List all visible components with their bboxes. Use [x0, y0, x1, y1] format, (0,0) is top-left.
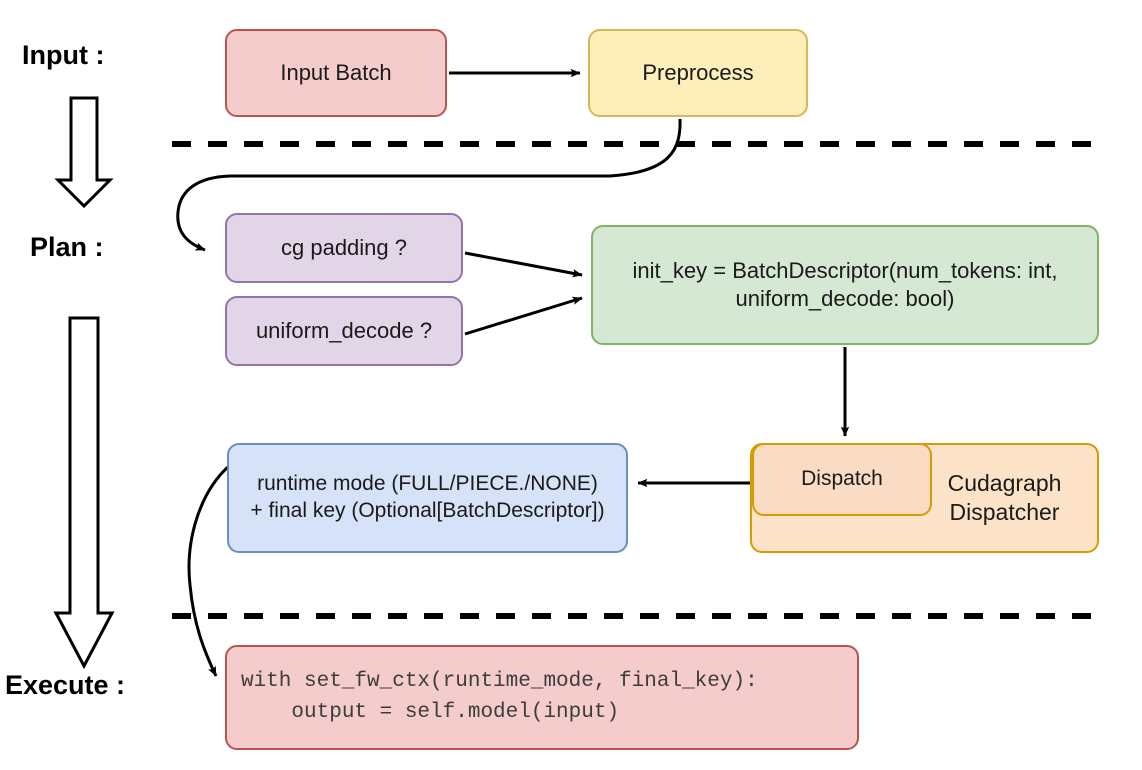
dispatch-node[interactable]: Dispatch: [752, 443, 932, 516]
stage-block-arrow-input-to-plan: [54, 96, 114, 209]
stage-label-plan: Plan :: [30, 232, 104, 262]
stage-block-arrow-plan-to-execute: [53, 316, 115, 670]
runtime-mode-node[interactable]: runtime mode (FULL/PIECE./NONE) + final …: [227, 443, 628, 553]
init-key-node[interactable]: init_key = BatchDescriptor(num_tokens: i…: [591, 225, 1099, 345]
stage-label-input: Input :: [22, 40, 105, 70]
connector-cg-padding-to-init-key: [464, 251, 583, 278]
connector-runtime-mode-to-execute-code: [187, 464, 231, 677]
stage-label-execute: Execute :: [5, 670, 126, 700]
uniform-decode-node[interactable]: uniform_decode ?: [225, 296, 463, 366]
cg-padding-node[interactable]: cg padding ?: [225, 213, 463, 283]
input-batch-node[interactable]: Input Batch: [225, 29, 447, 117]
preprocess-node[interactable]: Preprocess: [588, 29, 808, 117]
connector-uniform-decode-to-init-key: [464, 296, 583, 336]
execute-code-node[interactable]: with set_fw_ctx(runtime_mode, final_key)…: [225, 645, 859, 750]
